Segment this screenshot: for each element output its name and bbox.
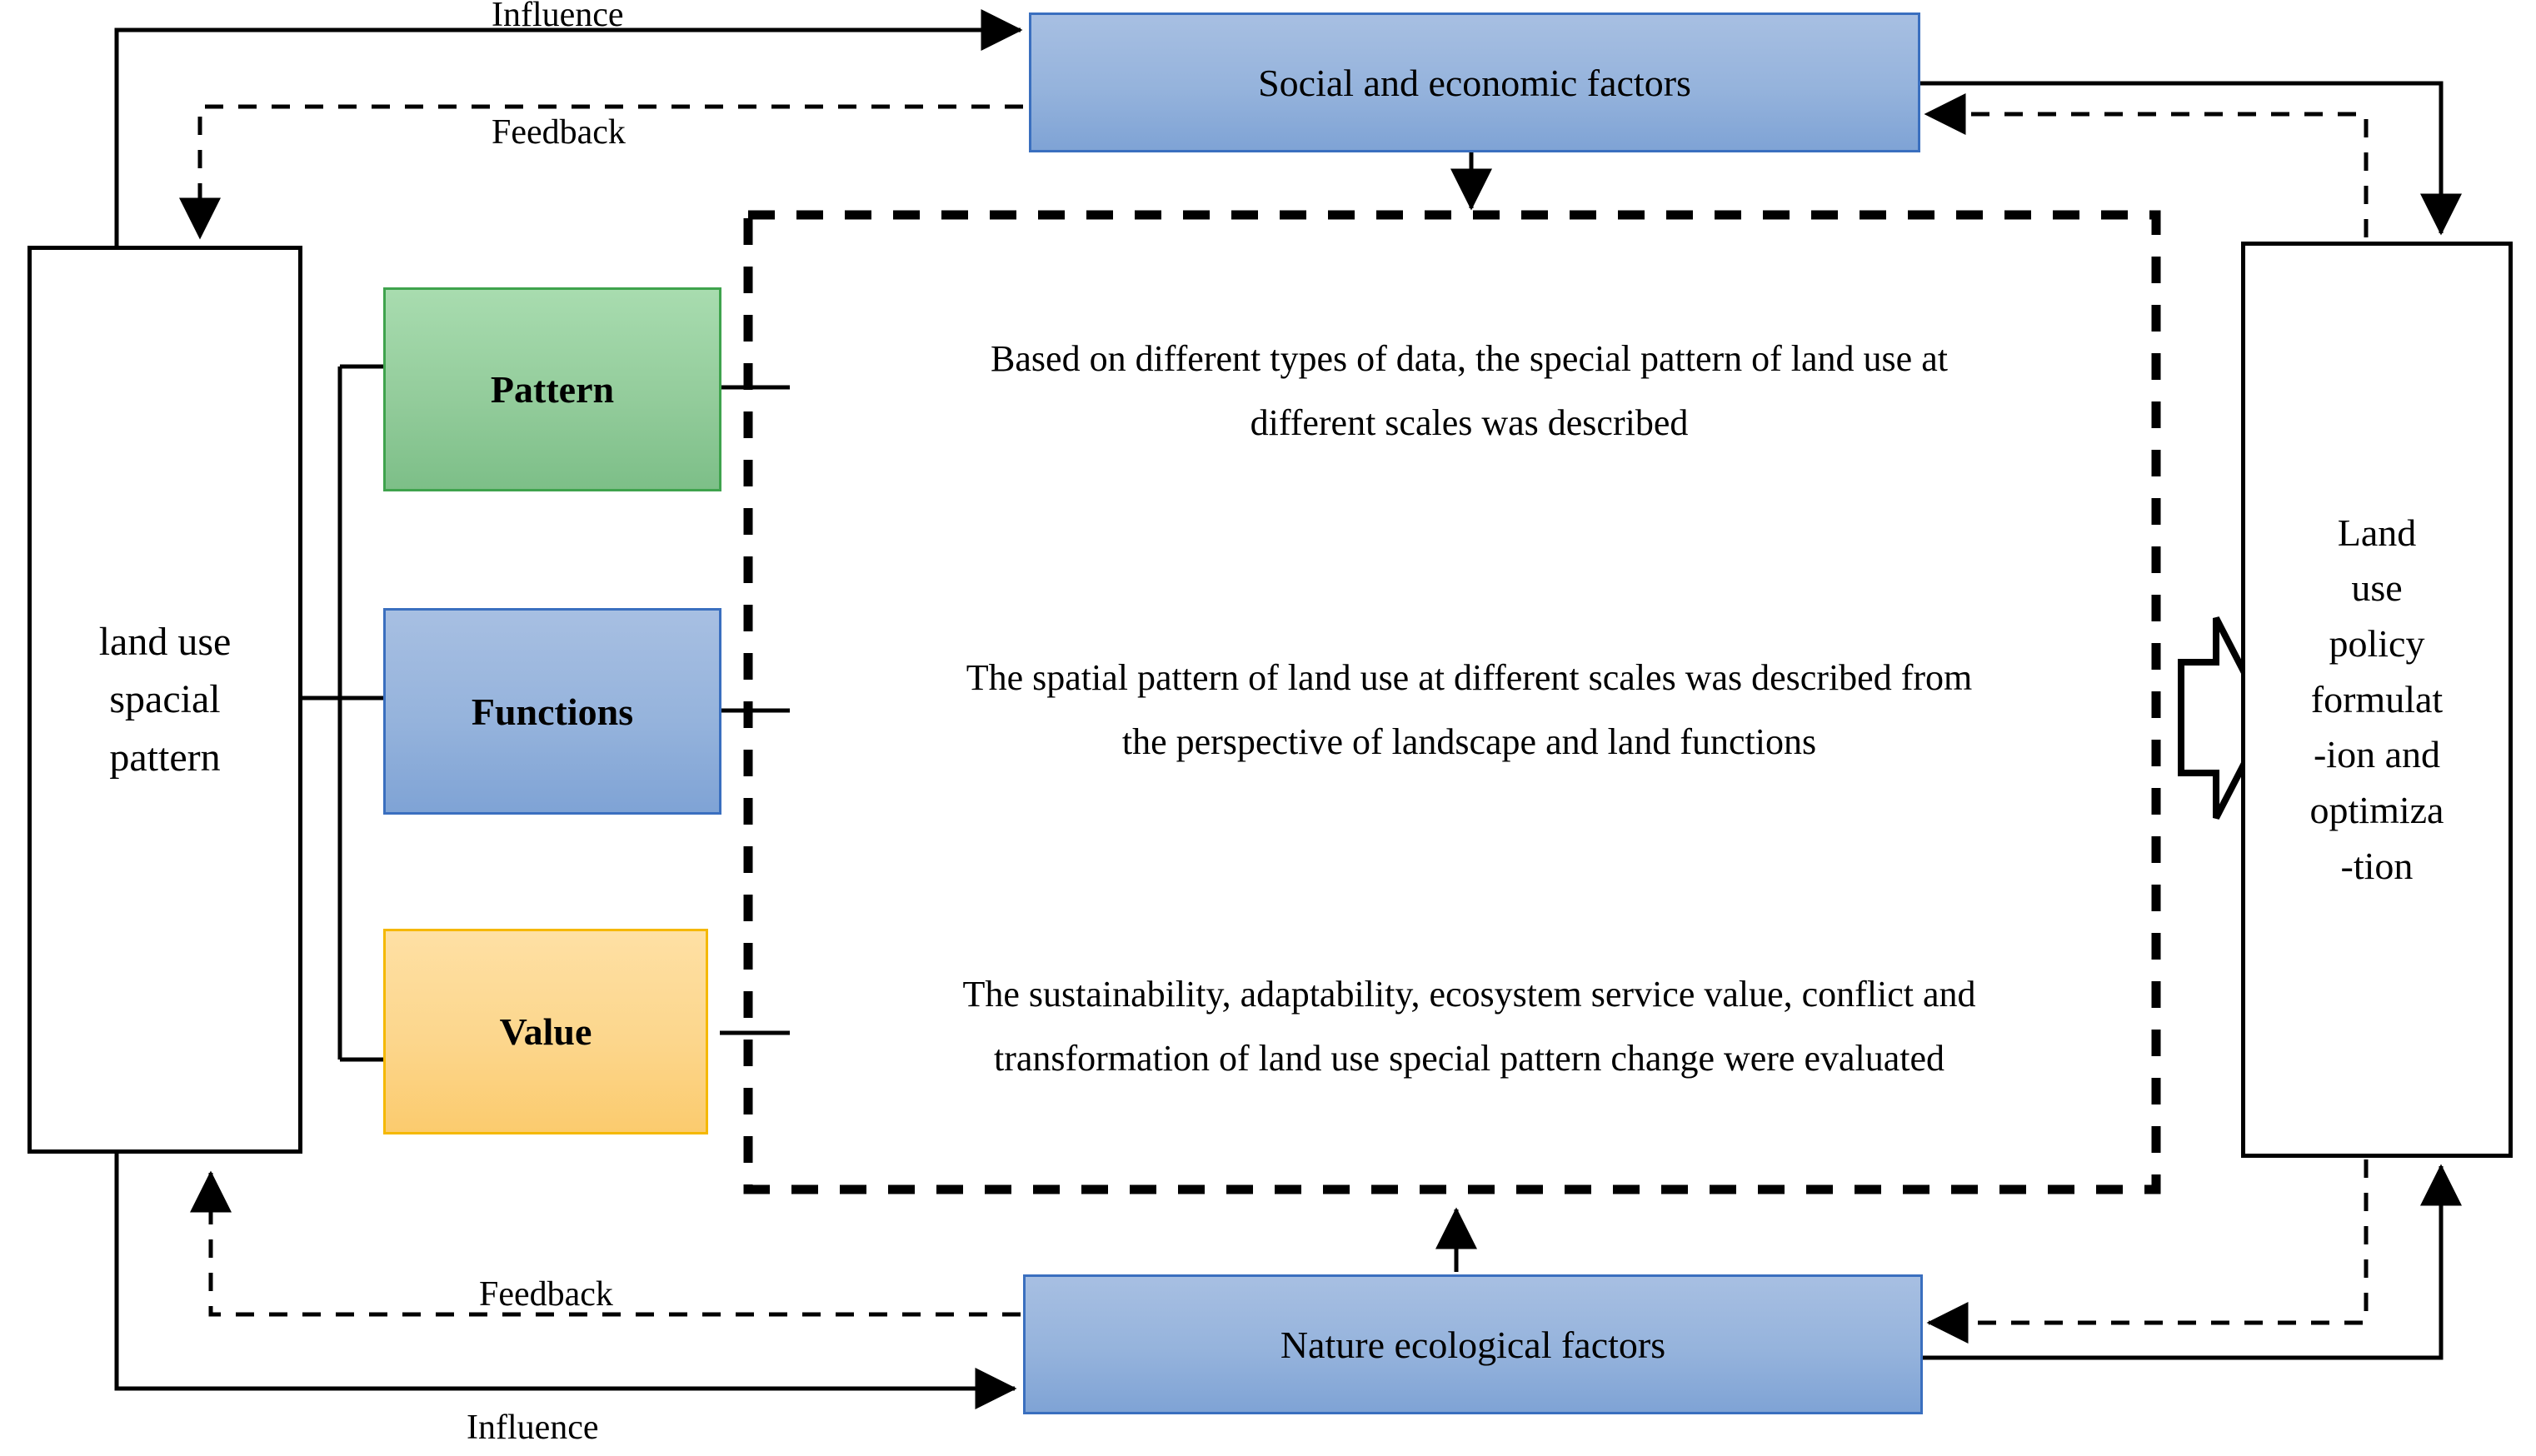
label-feedback-bottom: Feedback bbox=[479, 1275, 613, 1314]
content-box-functions[interactable]: The spatial pattern of land use at diffe… bbox=[787, 560, 2151, 860]
edge-nature-to-policy bbox=[1923, 1164, 2462, 1360]
right-box-line: formulat bbox=[2310, 677, 2444, 721]
category-label-value: Value bbox=[499, 1010, 592, 1053]
nature-ecological-factors-box[interactable]: Nature ecological factors bbox=[1023, 1274, 1923, 1414]
content-line: different scales was described bbox=[1250, 402, 1689, 443]
nature-ecological-factors-label: Nature ecological factors bbox=[1280, 1323, 1666, 1366]
right-box-line: -ion and bbox=[2313, 733, 2440, 776]
category-box-pattern[interactable]: Pattern bbox=[383, 287, 721, 491]
label-influence-bottom: Influence bbox=[467, 1409, 599, 1447]
right-box-line: Land bbox=[2337, 511, 2417, 554]
label-feedback-top: Feedback bbox=[492, 113, 626, 152]
content-line: transformation of land use special patte… bbox=[993, 1038, 1945, 1079]
category-box-value[interactable]: Value bbox=[383, 929, 708, 1134]
right-box-line: -tion bbox=[2340, 844, 2414, 887]
content-box-value[interactable]: The sustainability, adaptability, ecosys… bbox=[787, 876, 2151, 1176]
right-box-land-use-policy[interactable]: Land use policy formulat -ion and optimi… bbox=[2241, 242, 2513, 1158]
left-box-land-use-spacial-pattern[interactable]: land use spacial pattern bbox=[27, 246, 302, 1154]
content-line: the perspective of landscape and land fu… bbox=[1121, 721, 1817, 762]
category-label-functions: Functions bbox=[471, 690, 634, 733]
content-line: The sustainability, adaptability, ecosys… bbox=[962, 974, 1976, 1015]
right-box-line: optimiza bbox=[2309, 789, 2444, 832]
left-box-line: land use bbox=[98, 619, 232, 664]
edge-feedback-bottom bbox=[190, 1170, 1021, 1317]
left-box-line: pattern bbox=[109, 735, 221, 780]
category-label-pattern: Pattern bbox=[490, 368, 615, 411]
left-box-line: spacial bbox=[109, 677, 221, 722]
right-box-line: use bbox=[2351, 566, 2403, 610]
content-line: The spatial pattern of land use at diffe… bbox=[966, 657, 1973, 698]
category-box-functions[interactable]: Functions bbox=[383, 608, 721, 815]
edge-social-to-policy bbox=[1919, 81, 2462, 236]
edge-leftbox-bracket bbox=[302, 364, 385, 1062]
content-box-pattern[interactable]: Based on different types of data, the sp… bbox=[787, 244, 2151, 537]
content-line: Based on different types of data, the sp… bbox=[991, 338, 1948, 379]
edge-policy-to-social bbox=[1924, 93, 2369, 237]
edge-influence-bottom bbox=[114, 1154, 1017, 1409]
social-and-economic-factors-box[interactable]: Social and economic factors bbox=[1029, 12, 1920, 152]
edge-policy-to-nature bbox=[1926, 1159, 2369, 1344]
label-influence-top: Influence bbox=[492, 0, 624, 34]
right-box-line: policy bbox=[2329, 621, 2425, 665]
social-and-economic-factors-label: Social and economic factors bbox=[1258, 61, 1691, 104]
